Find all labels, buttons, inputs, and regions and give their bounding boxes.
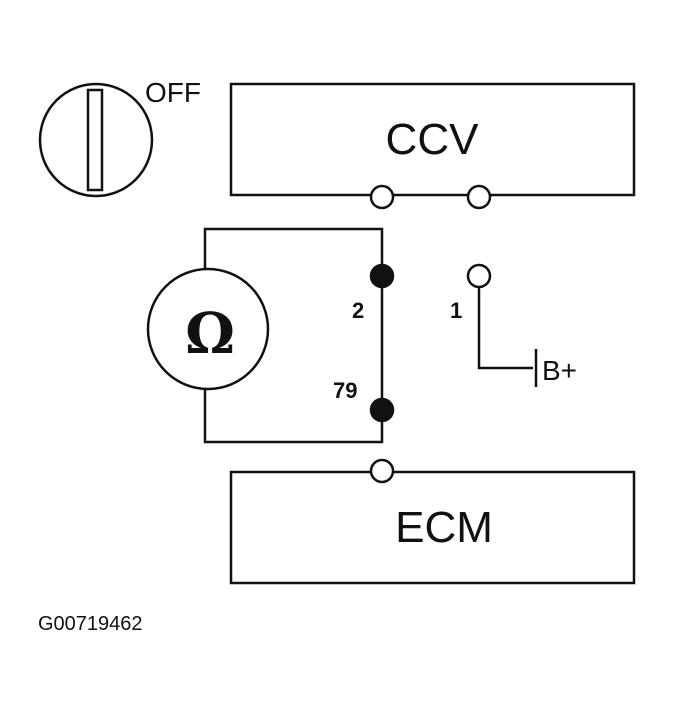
ccv-label: CCV — [386, 115, 480, 164]
pin-2-terminal — [369, 263, 395, 289]
ccv-terminal-left — [369, 184, 395, 210]
ecm-box — [229, 470, 636, 585]
pin-2-label: 2 — [352, 298, 364, 323]
ecm-label: ECM — [395, 503, 493, 552]
ohmmeter-symbol: Ω — [185, 301, 235, 367]
ohmmeter — [146, 267, 270, 391]
supply-label: B+ — [542, 355, 577, 386]
ohmmeter-bottom-lead-wire — [203, 388, 384, 444]
pin-79-terminal — [369, 397, 395, 423]
ecm-terminal — [369, 458, 395, 484]
ignition-switch — [38, 82, 154, 198]
ccv-box — [229, 82, 636, 197]
figure-code: G00719462 — [38, 613, 143, 635]
ohmmeter-top-lead-wire — [203, 227, 384, 276]
ignition-off-label: OFF — [145, 77, 201, 108]
supply-wire — [477, 277, 533, 370]
pin-1-terminal — [466, 263, 492, 289]
pin-79-label: 79 — [333, 378, 357, 403]
pin-1-label: 1 — [450, 298, 462, 323]
ignition-switch-key-slot — [86, 88, 104, 192]
ccv-terminal-right — [466, 184, 492, 210]
